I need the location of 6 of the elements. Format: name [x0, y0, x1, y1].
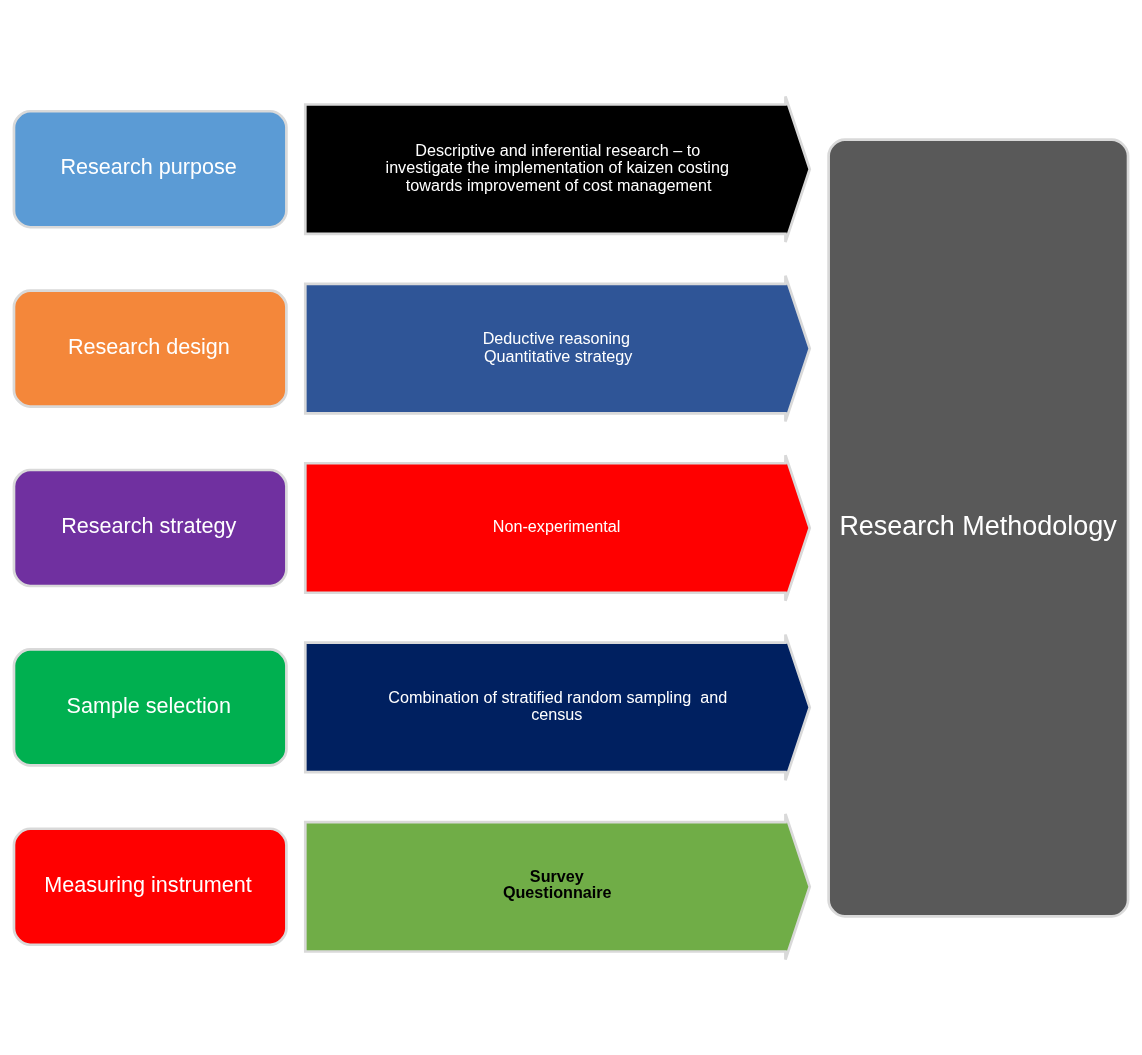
node-box: Research strategy [12, 468, 288, 587]
node-box: Measuring instrument [12, 826, 288, 946]
node-box: Research design [12, 288, 288, 408]
node-box: Sample selection [12, 647, 288, 767]
node-box: Research Methodology [827, 137, 1130, 918]
node-box: Research purpose [12, 109, 288, 229]
